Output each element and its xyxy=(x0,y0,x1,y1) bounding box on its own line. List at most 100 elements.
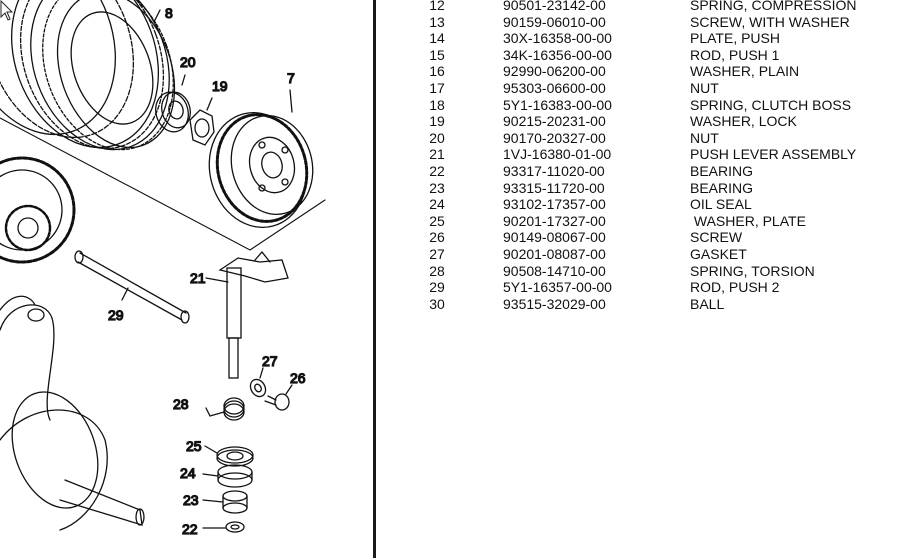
table-row: 14 30X-16358-00-00 PLATE, PUSH xyxy=(377,30,898,47)
callout-21: 21 xyxy=(190,270,206,286)
ref-number: 28 xyxy=(429,262,445,279)
nut-20-drawing xyxy=(155,74,191,133)
table-row: 20 90170-20327-00 NUT xyxy=(377,130,898,147)
push-lever-21-drawing xyxy=(205,250,289,379)
bearing-23-drawing xyxy=(202,490,248,514)
table-row: 12 90501-23142-00 SPRING, COMPRESSION xyxy=(377,0,898,14)
screw-26-drawing xyxy=(264,384,293,411)
part-number: 5Y1-16357-00-00 xyxy=(503,279,612,296)
part-description: WASHER, LOCK xyxy=(690,113,797,130)
ref-number: 24 xyxy=(429,196,445,213)
part-description: NUT xyxy=(690,80,719,96)
part-description: SPRING, COMPRESSION xyxy=(690,0,857,13)
table-row: 23 93315-11720-00 BEARING xyxy=(377,180,898,197)
part-description: BEARING xyxy=(690,179,754,196)
mouse-pointer-icon xyxy=(0,0,14,21)
ref-number: 17 xyxy=(429,80,445,96)
ref-number: 12 xyxy=(429,0,445,13)
part-description: ROD, PUSH 1 xyxy=(690,46,780,63)
part-description: PLATE, PUSH xyxy=(690,30,780,47)
callout-19: 19 xyxy=(212,78,228,94)
ref-number: 14 xyxy=(429,30,445,47)
callout-24: 24 xyxy=(180,465,196,481)
callout-8: 8 xyxy=(165,5,173,21)
part-number: 90159-06010-00 xyxy=(503,13,606,30)
table-row: 27 90201-08087-00 GASKET xyxy=(377,246,898,263)
part-description: SPRING, TORSION xyxy=(690,262,815,279)
part-number: 30X-16358-00-00 xyxy=(503,30,612,47)
ref-number: 19 xyxy=(429,113,445,130)
torsion-spring-28-drawing xyxy=(205,397,245,421)
part-number: 90501-23142-00 xyxy=(503,0,606,13)
ref-number: 22 xyxy=(429,163,445,179)
clutch-boss-7-drawing xyxy=(208,89,314,229)
ref-number: 16 xyxy=(429,63,445,80)
ref-number: 27 xyxy=(429,246,445,262)
part-number: 1VJ-16380-01-00 xyxy=(503,146,612,163)
washer-25-drawing xyxy=(204,445,254,467)
part-number: 90201-17327-00 xyxy=(503,212,606,229)
table-row: 30 93515-32029-00 BALL xyxy=(377,296,898,313)
part-description: SPRING, CLUTCH BOSS xyxy=(690,96,852,113)
ref-number: 25 xyxy=(429,212,445,229)
part-number: 90170-20327-00 xyxy=(503,129,606,146)
callout-23: 23 xyxy=(183,492,199,508)
callout-20: 20 xyxy=(180,54,196,70)
part-number: 93315-11720-00 xyxy=(503,179,605,196)
part-number: 90508-14710-00 xyxy=(503,262,606,279)
ref-number: 26 xyxy=(429,229,445,246)
ref-number: 29 xyxy=(429,279,445,296)
part-description: GASKET xyxy=(690,246,747,262)
part-description: SCREW xyxy=(690,229,743,246)
part-description: NUT xyxy=(690,129,719,146)
part-number: 90149-08067-00 xyxy=(503,229,606,246)
lock-washer-19-drawing xyxy=(189,97,215,146)
table-row: 16 92990-06200-00 WASHER, PLAIN xyxy=(377,63,898,80)
part-description: SCREW, WITH WASHER xyxy=(690,13,850,30)
part-number: 95303-06600-00 xyxy=(503,80,606,96)
callout-27: 27 xyxy=(262,353,278,369)
ref-number: 20 xyxy=(429,129,445,146)
part-description: BEARING xyxy=(690,163,754,179)
part-number: 93102-17357-00 xyxy=(503,196,606,213)
push-rod-29-drawing xyxy=(74,250,190,324)
part-description: PUSH LEVER ASSEMBLY xyxy=(690,146,857,163)
primary-gear-drawing xyxy=(0,156,76,264)
part-description: BALL xyxy=(690,295,725,312)
callout-22: 22 xyxy=(182,521,198,537)
ref-number: 23 xyxy=(429,179,445,196)
callout-29: 29 xyxy=(108,307,124,323)
gasket-27-drawing xyxy=(249,367,267,398)
exploded-parts-diagram: 8 20 19 7 21 29 27 26 28 25 24 23 22 xyxy=(0,0,372,558)
bearing-22-drawing xyxy=(202,521,245,533)
part-number: 90201-08087-00 xyxy=(503,246,606,262)
part-description: WASHER, PLAIN xyxy=(690,63,800,80)
part-number: 93515-32029-00 xyxy=(503,295,606,312)
table-row: 17 95303-06600-00 NUT xyxy=(377,80,898,97)
table-row: 28 90508-14710-00 SPRING, TORSION xyxy=(377,263,898,280)
crankshaft-drawing xyxy=(0,295,145,531)
callout-7: 7 xyxy=(287,70,295,86)
clutch-plates xyxy=(0,0,176,151)
part-number: 92990-06200-00 xyxy=(503,63,606,80)
ref-number: 30 xyxy=(429,295,445,312)
part-number: 34K-16356-00-00 xyxy=(503,46,612,63)
table-row: 18 5Y1-16383-00-00 SPRING, CLUTCH BOSS xyxy=(377,97,898,114)
table-row: 29 5Y1-16357-00-00 ROD, PUSH 2 xyxy=(377,279,898,296)
table-row: 26 90149-08067-00 SCREW xyxy=(377,229,898,246)
callout-26: 26 xyxy=(290,370,306,386)
oil-seal-24-drawing xyxy=(202,464,253,488)
part-description: WASHER, PLATE xyxy=(690,212,806,229)
callout-25: 25 xyxy=(186,438,202,454)
part-description: OIL SEAL xyxy=(690,196,752,213)
part-number: 5Y1-16383-00-00 xyxy=(503,96,612,113)
diagram-drawing: 8 20 19 7 21 29 27 26 28 25 24 23 22 xyxy=(0,0,326,538)
table-row: 25 90201-17327-00 WASHER, PLATE xyxy=(377,213,898,230)
ref-number: 18 xyxy=(429,96,445,113)
part-description: ROD, PUSH 2 xyxy=(690,279,780,296)
